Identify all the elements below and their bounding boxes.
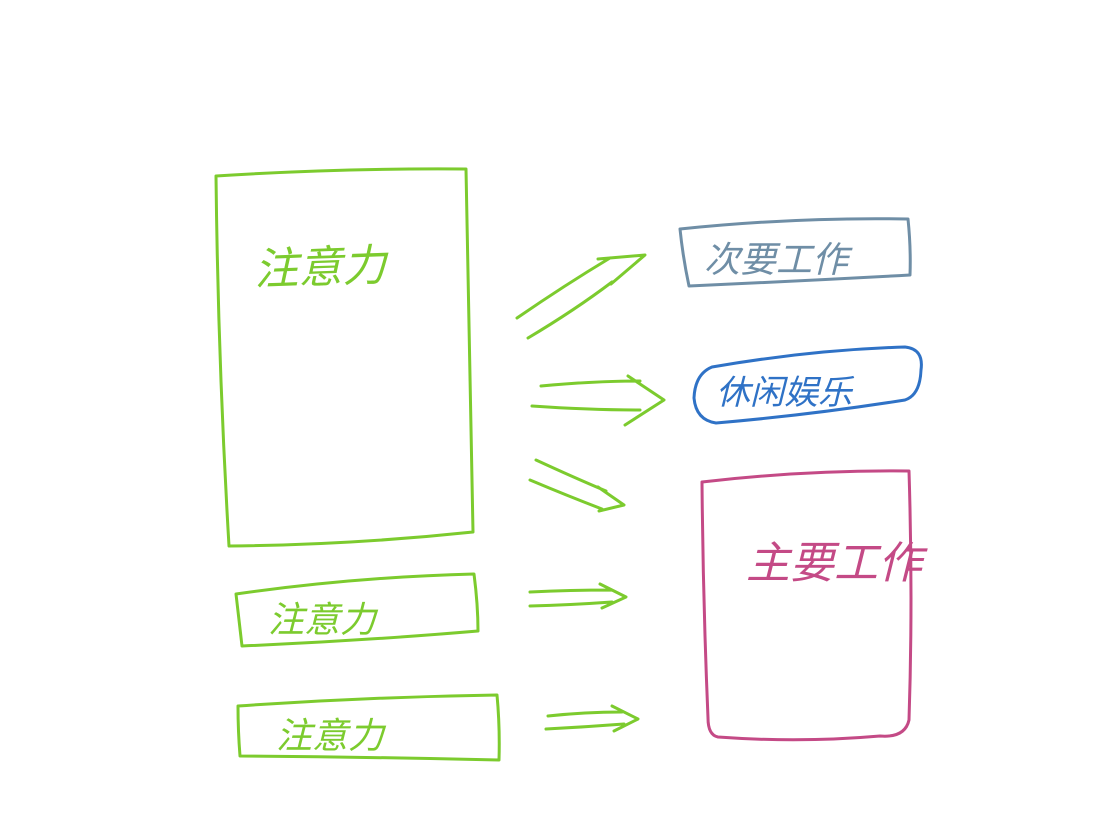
- double-arrow-icon: [515, 253, 647, 340]
- arrow-to-secondary-work: [515, 253, 647, 340]
- arrow-to-main-work-from-large: [528, 458, 626, 513]
- attention-large-node: 注意力: [214, 167, 475, 548]
- double-arrow-icon: [528, 458, 626, 513]
- attention-small-label-2: 注意力: [276, 716, 387, 757]
- leisure-label: 休闲娱乐: [716, 373, 855, 413]
- main-work-node: 主要工作: [700, 469, 928, 742]
- attention-small-node-1: 注意力: [234, 572, 480, 648]
- main-work-box: [700, 469, 913, 742]
- arrow-to-main-work-from-small-1: [528, 582, 628, 610]
- main-work-label: 主要工作: [746, 538, 928, 589]
- leisure-node: 休闲娱乐: [692, 345, 923, 425]
- double-arrow-icon: [528, 582, 628, 610]
- arrow-to-leisure: [530, 374, 666, 427]
- attention-small-box-2: [236, 693, 501, 762]
- secondary-work-label: 次要工作: [704, 240, 853, 281]
- double-arrow-icon: [530, 374, 666, 427]
- leisure-box: [692, 345, 923, 425]
- attention-large-label: 注意力: [253, 240, 390, 296]
- arrow-to-main-work-from-small-2: [544, 704, 640, 733]
- secondary-work-node: 次要工作: [678, 217, 912, 288]
- double-arrow-icon: [544, 704, 640, 733]
- attention-large-box: [214, 167, 475, 548]
- attention-small-label-1: 注意力: [268, 600, 379, 641]
- attention-small-node-2: 注意力: [236, 693, 501, 762]
- attention-small-box-1: [234, 572, 480, 648]
- secondary-work-box: [678, 217, 912, 288]
